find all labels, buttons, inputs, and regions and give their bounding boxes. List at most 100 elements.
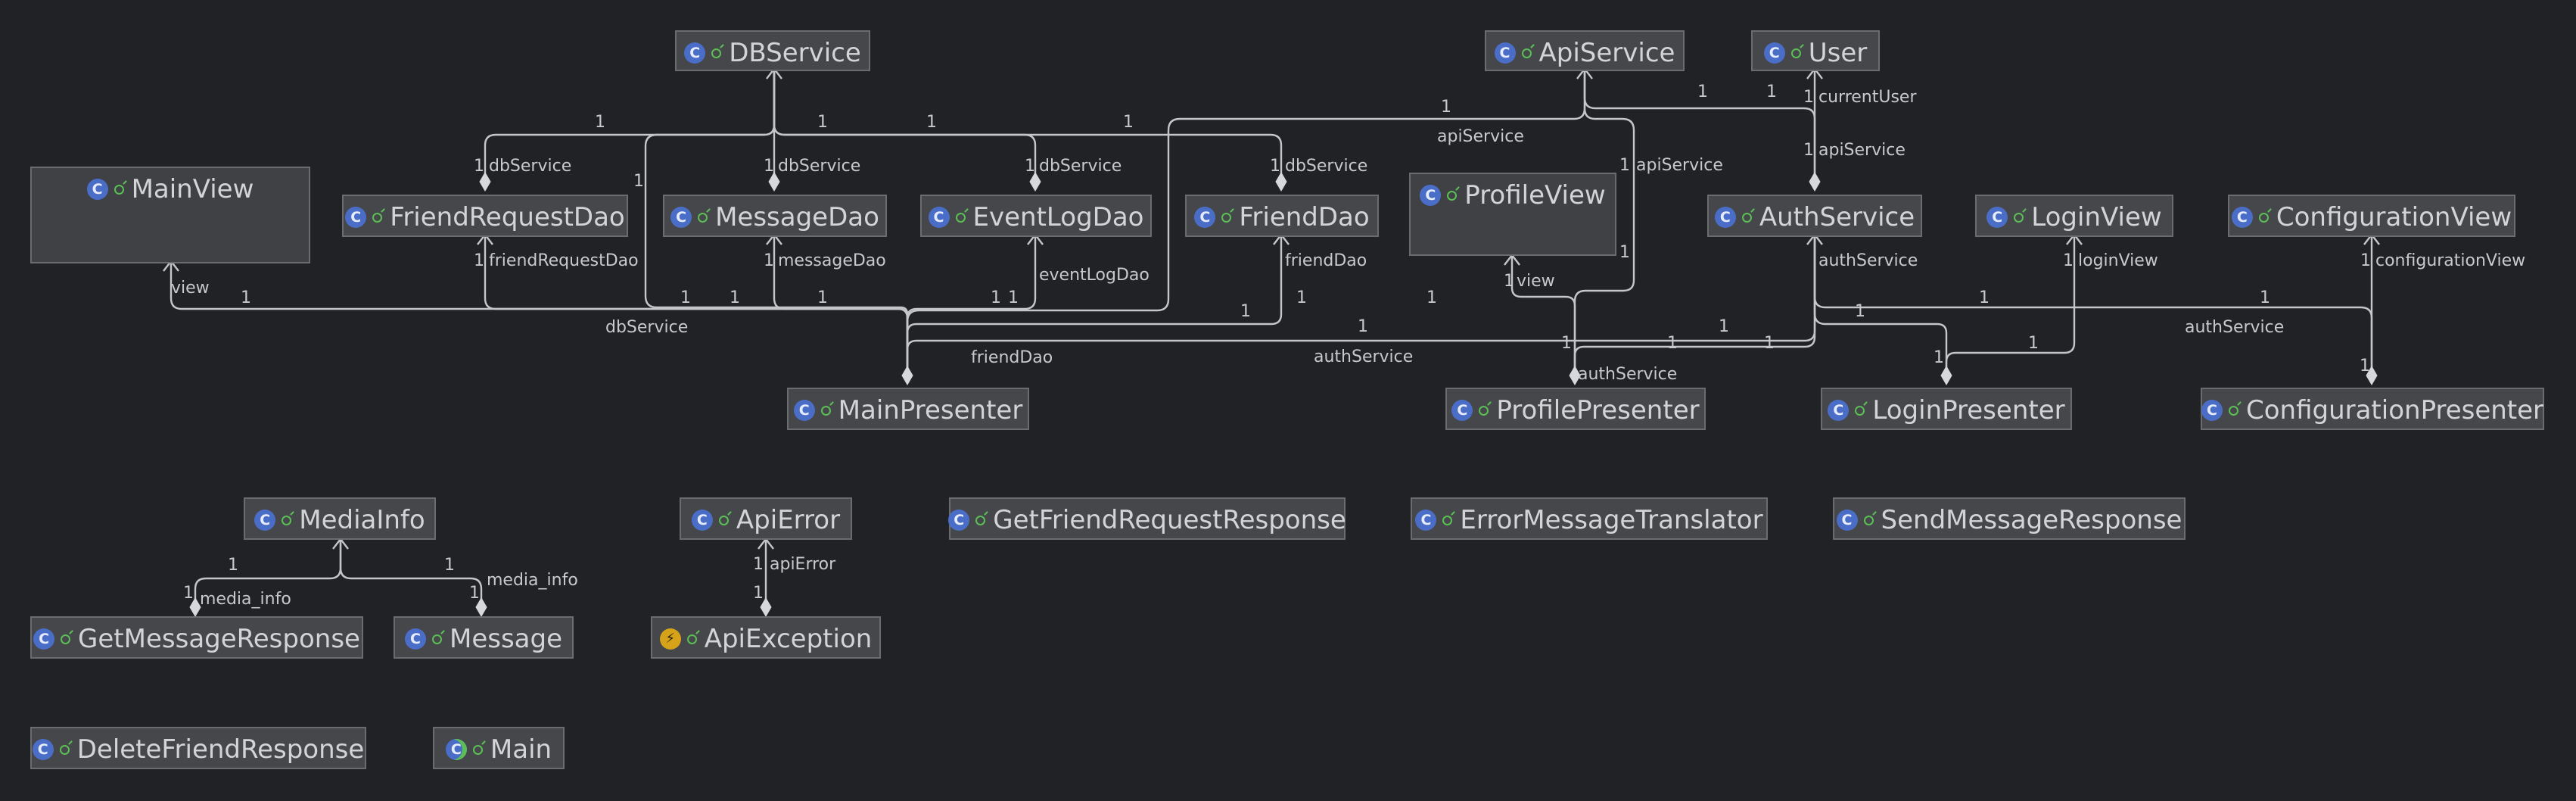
- svg-text:1: 1: [730, 288, 740, 307]
- svg-text:1: 1: [764, 157, 774, 176]
- label-loginview: loginView: [2078, 251, 2158, 270]
- svg-text:1: 1: [1803, 88, 1814, 107]
- label-authservice-profile: authService: [1578, 365, 1677, 384]
- edge-profilepresenter-apiservice: [1573, 70, 1635, 371]
- svg-text:1: 1: [2360, 357, 2370, 376]
- class-configurationpresenter[interactable]: C ConfigurationPresenter: [2201, 388, 2544, 430]
- class-name: SendMessageResponse: [1881, 505, 2182, 535]
- svg-text:1: 1: [1766, 83, 1777, 101]
- edge-mainpresenter-mainview: [170, 262, 909, 371]
- class-c-icon: C: [86, 179, 108, 200]
- edge-mainpresenter-apiservice: [906, 70, 1586, 371]
- public-visibility-icon: [1442, 515, 1453, 525]
- main-class-icon: C: [445, 739, 467, 760]
- label-media-info-1: media_info: [200, 590, 291, 609]
- class-name: GetMessageResponse: [78, 624, 360, 654]
- class-name: MainView: [131, 174, 254, 204]
- class-name: FriendRequestDao: [390, 202, 625, 232]
- svg-text:1: 1: [991, 288, 1001, 307]
- svg-text:1: 1: [680, 288, 691, 307]
- svg-text:1: 1: [444, 556, 455, 575]
- class-c-icon: C: [1451, 400, 1473, 421]
- svg-text:1: 1: [1008, 288, 1019, 307]
- class-c-icon: C: [1828, 400, 1850, 421]
- label-view-main: view: [171, 279, 210, 298]
- label-dbservice-frnd: dbService: [1285, 157, 1367, 176]
- svg-text:1: 1: [474, 251, 484, 270]
- class-c-icon: C: [2201, 400, 2223, 421]
- class-c-icon: C: [691, 510, 713, 531]
- class-c-icon: C: [1763, 42, 1785, 64]
- public-visibility-icon: [282, 515, 292, 525]
- class-c-icon: C: [1194, 207, 1216, 228]
- class-messagedao[interactable]: C MessageDao: [663, 195, 887, 237]
- class-eventlogdao[interactable]: C EventLogDao: [920, 195, 1152, 237]
- public-visibility-icon: [1863, 515, 1874, 525]
- public-visibility-icon: [431, 634, 442, 644]
- svg-text:1: 1: [2063, 251, 2074, 270]
- svg-text:1: 1: [1240, 302, 1251, 321]
- class-c-icon: C: [404, 628, 426, 650]
- svg-text:1: 1: [474, 157, 484, 176]
- public-visibility-icon: [1741, 212, 1752, 223]
- class-name: ConfigurationPresenter: [2245, 395, 2544, 425]
- class-user[interactable]: C User: [1751, 30, 1880, 71]
- svg-text:1: 1: [1697, 83, 1708, 101]
- class-name: User: [1808, 38, 1868, 68]
- svg-text:1: 1: [1561, 334, 1572, 353]
- label-view-profile: view: [1517, 272, 1555, 291]
- svg-text:1: 1: [1719, 317, 1729, 336]
- svg-text:1: 1: [469, 584, 480, 603]
- svg-text:1: 1: [1979, 288, 1990, 307]
- label-currentuser: currentUser: [1818, 88, 1917, 107]
- label-dbservice-evt: dbService: [1039, 157, 1122, 176]
- class-apiexception[interactable]: ⚡ApiException: [651, 616, 881, 659]
- label-apierror: apiError: [770, 555, 836, 574]
- svg-text:1: 1: [817, 113, 828, 132]
- class-c-icon: C: [2231, 207, 2253, 228]
- class-name: DeleteFriendResponse: [76, 734, 365, 765]
- public-visibility-icon: [1221, 212, 1232, 223]
- class-name: GetFriendRequestResponse: [993, 505, 1346, 535]
- class-name: MessageDao: [715, 202, 879, 232]
- class-c-icon: C: [670, 207, 692, 228]
- label-media-info-2: media_info: [487, 571, 578, 590]
- role-labels: dbService dbService dbService dbService …: [171, 88, 2525, 609]
- public-visibility-icon: [2014, 212, 2024, 223]
- svg-text:1: 1: [633, 172, 644, 191]
- svg-text:1: 1: [1123, 113, 1134, 132]
- class-name: MediaInfo: [299, 505, 425, 535]
- edge-mainpresenter-eventlogdao: [906, 235, 1037, 371]
- svg-text:1: 1: [1667, 334, 1678, 353]
- label-authservice-main: authService: [1314, 348, 1413, 366]
- svg-text:1: 1: [926, 113, 937, 132]
- svg-text:1: 1: [1426, 288, 1437, 307]
- public-visibility-icon: [820, 405, 831, 416]
- class-c-icon: C: [928, 207, 950, 228]
- svg-text:1: 1: [1270, 157, 1280, 176]
- class-name: EventLogDao: [972, 202, 1144, 232]
- edge-profilepresenter-profileview: [1510, 256, 1576, 371]
- class-mainview[interactable]: C MainView: [30, 167, 310, 263]
- label-eventlogdao: eventLogDao: [1039, 266, 1150, 285]
